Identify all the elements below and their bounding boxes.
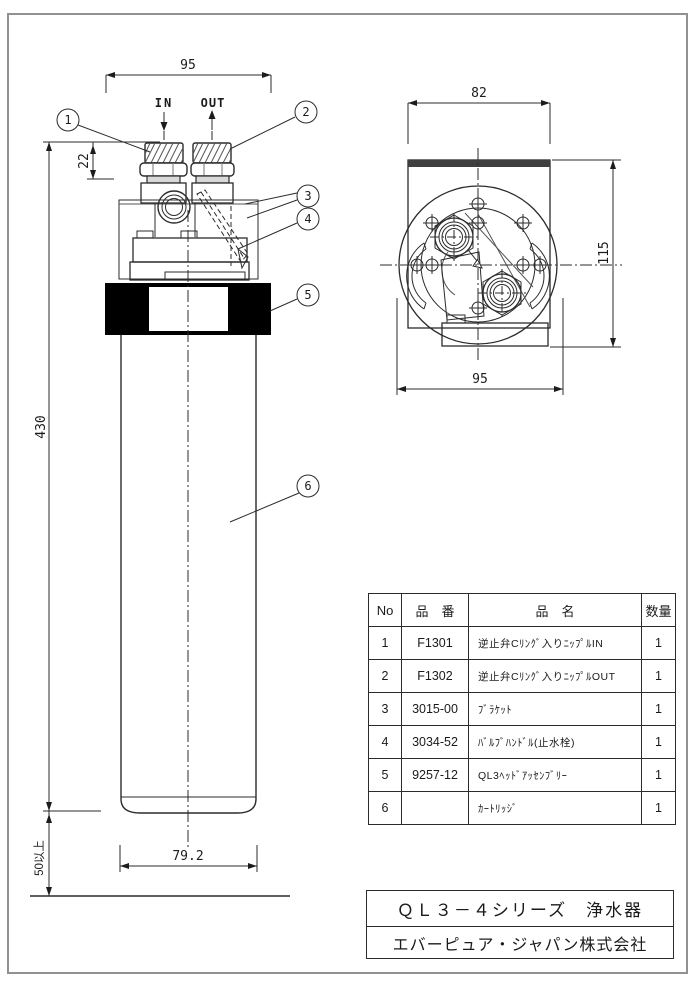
cell-part-name: ﾌﾞﾗｹｯﾄ bbox=[468, 692, 642, 726]
cell-no: 6 bbox=[368, 791, 402, 825]
cell-no: 2 bbox=[368, 659, 402, 693]
col-header-no: No bbox=[368, 593, 402, 627]
cell-part-number: F1302 bbox=[401, 659, 469, 693]
top-view-centerlines bbox=[380, 148, 622, 360]
cell-part-name: ｶｰﾄﾘｯｼﾞ bbox=[468, 791, 642, 825]
dim-cartridge-diameter bbox=[119, 845, 258, 872]
cell-part-name: ﾊﾞﾙﾌﾞﾊﾝﾄﾞﾙ(止水栓) bbox=[468, 725, 642, 759]
table-row: 6 ｶｰﾄﾘｯｼﾞ 1 bbox=[368, 791, 676, 825]
drawing-title: ＱＬ３－４シリーズ 浄水器 bbox=[367, 891, 673, 927]
table-row: 2 F1302 逆止弁Cﾘﾝｸﾞ入りﾆｯﾌﾟﾙOUT 1 bbox=[368, 659, 676, 693]
valve-handle-lever bbox=[196, 189, 249, 263]
cell-part-number: 3015-00 bbox=[401, 692, 469, 726]
callout-5 bbox=[296, 283, 320, 307]
cell-part-name: QL3ﾍｯﾄﾞｱｯｾﾝﾌﾞﾘｰ bbox=[468, 758, 642, 792]
callout-6-number: 6 bbox=[304, 479, 311, 493]
dim-label-body-height: 430 bbox=[34, 415, 49, 438]
cell-part-number: 9257-12 bbox=[401, 758, 469, 792]
callout-2-number: 2 bbox=[302, 105, 309, 119]
front-view bbox=[30, 72, 320, 897]
dim-label-overall-depth: 115 bbox=[597, 241, 612, 264]
col-header-part-name: 品 名 bbox=[468, 593, 642, 627]
inlet-nipple bbox=[139, 142, 188, 204]
callout-1-number: 1 bbox=[64, 113, 71, 127]
dim-bracket-width bbox=[407, 100, 551, 144]
top-view bbox=[380, 100, 622, 395]
table-row: 1 F1301 逆止弁Cﾘﾝｸﾞ入りﾆｯﾌﾟﾙIN 1 bbox=[368, 626, 676, 660]
cell-no: 4 bbox=[368, 725, 402, 759]
callout-4-number: 4 bbox=[304, 212, 311, 226]
title-block: ＱＬ３－４シリーズ 浄水器 エバーピュア・ジャパン株式会社 bbox=[366, 890, 674, 959]
callout-5-number: 5 bbox=[304, 288, 311, 302]
dim-label-bracket-width: 82 bbox=[471, 86, 487, 101]
table-row: 5 9257-12 QL3ﾍｯﾄﾞｱｯｾﾝﾌﾞﾘｰ 1 bbox=[368, 758, 676, 792]
outlet-port-top bbox=[478, 269, 526, 317]
wall-hatch-bar bbox=[408, 160, 550, 167]
bracket-foot bbox=[441, 314, 549, 347]
dim-head-width bbox=[105, 72, 272, 93]
cell-no: 5 bbox=[368, 758, 402, 792]
dim-left-stack bbox=[30, 141, 290, 897]
dim-overall-width bbox=[396, 298, 564, 395]
sheet-border bbox=[7, 13, 688, 974]
callout-1 bbox=[56, 108, 80, 132]
callout-3 bbox=[296, 184, 320, 208]
table-row: 4 3034-52 ﾊﾞﾙﾌﾞﾊﾝﾄﾞﾙ(止水栓) 1 bbox=[368, 725, 676, 759]
cell-part-name: 逆止弁Cﾘﾝｸﾞ入りﾆｯﾌﾟﾙOUT bbox=[468, 659, 642, 693]
inlet-label: IN bbox=[155, 96, 173, 110]
dim-label-overall-width: 95 bbox=[472, 372, 488, 387]
cell-part-number: F1301 bbox=[401, 626, 469, 660]
cell-no: 1 bbox=[368, 626, 402, 660]
cell-quantity: 1 bbox=[641, 758, 676, 792]
cell-quantity: 1 bbox=[641, 692, 676, 726]
dim-label-cartridge-diameter: 79.2 bbox=[172, 849, 203, 864]
cartridge-body bbox=[120, 210, 257, 848]
cell-quantity: 1 bbox=[641, 791, 676, 825]
cell-quantity: 1 bbox=[641, 659, 676, 693]
dim-label-nipple-height: 22 bbox=[77, 153, 92, 169]
dim-label-min-clearance: 50以上 bbox=[33, 840, 46, 876]
cell-quantity: 1 bbox=[641, 626, 676, 660]
parts-table: No 品 番 品 名 数量 1 F1301 逆止弁Cﾘﾝｸﾞ入りﾆｯﾌﾟﾙIN … bbox=[368, 593, 676, 825]
callout-balloons bbox=[56, 100, 320, 498]
callout-leaders-front bbox=[77, 116, 300, 523]
company-name: エバーピュア・ジャパン株式会社 bbox=[392, 936, 648, 954]
callout-4 bbox=[296, 207, 320, 231]
outlet-label: OUT bbox=[201, 96, 226, 110]
callout-6 bbox=[296, 474, 320, 498]
col-header-part-number: 品 番 bbox=[401, 593, 469, 627]
head-body-front bbox=[129, 189, 250, 281]
parts-table-header-row: No 品 番 品 名 数量 bbox=[368, 593, 676, 627]
col-header-quantity: 数量 bbox=[641, 593, 676, 627]
cell-part-name: 逆止弁Cﾘﾝｸﾞ入りﾆｯﾌﾟﾙIN bbox=[468, 626, 642, 660]
bracket-slots bbox=[406, 242, 550, 310]
cell-quantity: 1 bbox=[641, 725, 676, 759]
dim-label-head-width: 95 bbox=[180, 58, 196, 73]
cell-part-number bbox=[401, 791, 469, 825]
callout-2 bbox=[294, 100, 318, 124]
mounting-plate bbox=[407, 159, 551, 329]
table-row: 3 3015-00 ﾌﾞﾗｹｯﾄ 1 bbox=[368, 692, 676, 726]
dim-overall-depth bbox=[550, 159, 621, 348]
cell-no: 3 bbox=[368, 692, 402, 726]
outlet-nipple bbox=[190, 142, 235, 204]
callout-3-number: 3 bbox=[304, 189, 311, 203]
cell-part-number: 3034-52 bbox=[401, 725, 469, 759]
